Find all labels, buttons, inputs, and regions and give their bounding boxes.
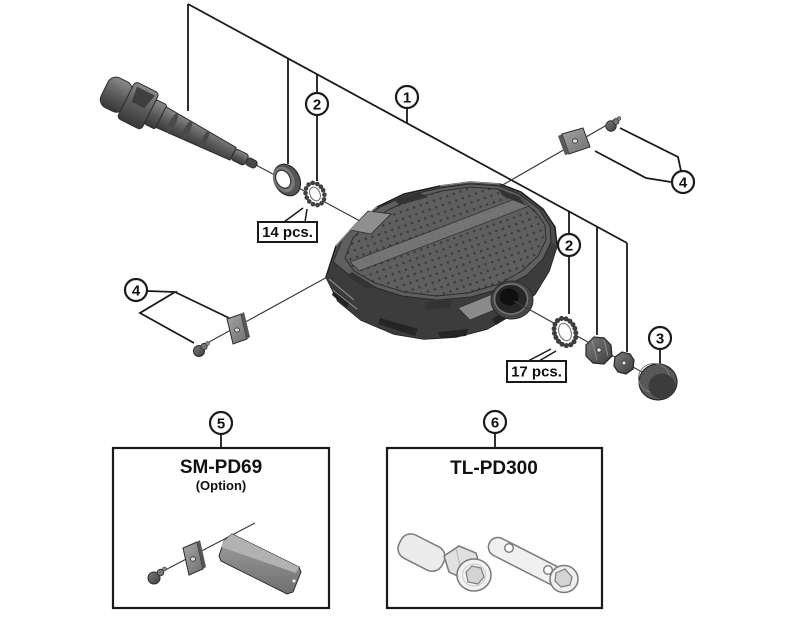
callout-6-number: 6	[491, 415, 499, 432]
leader-lines	[138, 3, 682, 448]
axle-wrench-flat	[131, 86, 155, 109]
label-leader-17	[527, 348, 557, 362]
pedal-grip-wedge	[394, 193, 428, 205]
reflector-right-bracket	[594, 127, 682, 183]
callout-6-circle	[482, 409, 508, 435]
callout-3: 3	[647, 325, 673, 351]
callout-4-right-circle	[670, 169, 696, 195]
callout-2-left-circle	[304, 91, 330, 117]
label-14pcs: 14 pcs.	[257, 221, 318, 243]
label-17pcs: 17 pcs.	[506, 360, 567, 383]
callout-6: 6	[482, 409, 508, 435]
callout-4-left-circle	[123, 277, 149, 303]
callout-3-circle	[647, 325, 673, 351]
callout-1-number: 1	[403, 90, 411, 107]
axle-tip	[245, 157, 258, 169]
callout-5: 5	[208, 410, 234, 436]
tool-kit-title: TL-PD300	[450, 458, 538, 479]
pedal-corner-plate-upper-left	[349, 210, 392, 235]
assembly-leader-line	[187, 3, 661, 365]
callout-5-circle	[208, 410, 234, 436]
reflector-axis-left	[199, 269, 341, 348]
callout-1: 1	[394, 84, 420, 110]
label-leader-14	[283, 207, 308, 223]
callout-2-right-number: 2	[565, 238, 573, 255]
callout-2-right: 2	[556, 232, 582, 258]
axle-ridge	[181, 120, 193, 140]
callout-4-right: 4	[670, 169, 696, 195]
option-kit-title: SM-PD69	[180, 457, 262, 478]
reflector-plate-left	[226, 312, 250, 345]
axle-ridge	[166, 112, 179, 133]
seal-ring	[272, 163, 302, 197]
axle-hole-inner	[499, 288, 519, 306]
tool-kit-box: TL-PD300	[385, 446, 604, 610]
callout-2-left-number: 2	[313, 97, 321, 114]
ball-retainer-17	[551, 315, 579, 349]
callout-4-right-number: 4	[679, 175, 688, 192]
reflector-bolt-left	[193, 341, 210, 357]
cone-nut	[585, 336, 613, 365]
callout-3-number: 3	[656, 331, 664, 348]
callout-2-right-circle	[556, 232, 582, 258]
pedal-platform-groove	[344, 186, 547, 297]
option-kit-box: SM-PD69 (Option)	[111, 446, 331, 610]
pedal-center-band	[349, 196, 530, 272]
pedal-grip-wedge	[425, 300, 452, 309]
option-kit-axis	[149, 522, 256, 579]
reflector-plate-right	[558, 127, 591, 155]
pedal-edge-highlight	[328, 181, 501, 310]
axle-shaft	[155, 106, 237, 161]
dust-cap	[638, 363, 678, 401]
pedal-body	[325, 181, 558, 340]
callout-1-circle	[394, 84, 420, 110]
callout-4-left: 4	[123, 277, 149, 303]
axle-ridge	[199, 130, 210, 149]
label-17pcs-box	[506, 360, 567, 383]
label-14pcs-text: 14 pcs.	[262, 224, 313, 241]
reflector-left-bracket	[138, 290, 230, 344]
option-reflector-bar	[218, 533, 302, 595]
reflector-bolt-right	[605, 116, 622, 132]
reflector-axis-right	[486, 117, 620, 195]
lock-nut	[613, 351, 635, 375]
label-17pcs-text: 17 pcs.	[511, 364, 562, 381]
pedal-axle	[99, 76, 258, 169]
callout-4-left-number: 4	[132, 283, 141, 300]
label-14pcs-box	[257, 221, 318, 243]
callouts: 1 2 2 3 4 4 5 6	[123, 84, 696, 436]
pedal-grip-wedge	[347, 272, 376, 289]
socket-adapter-tool	[397, 533, 492, 592]
pedal-grip-wedge	[497, 188, 527, 206]
tube-wrench-tool	[487, 536, 579, 594]
ball-retainer-14	[303, 180, 327, 208]
option-plate	[182, 540, 206, 576]
callout-2-left: 2	[304, 91, 330, 117]
callout-5-number: 5	[217, 416, 225, 433]
option-bolt	[147, 566, 167, 585]
option-kit-subtitle: (Option)	[196, 478, 247, 493]
